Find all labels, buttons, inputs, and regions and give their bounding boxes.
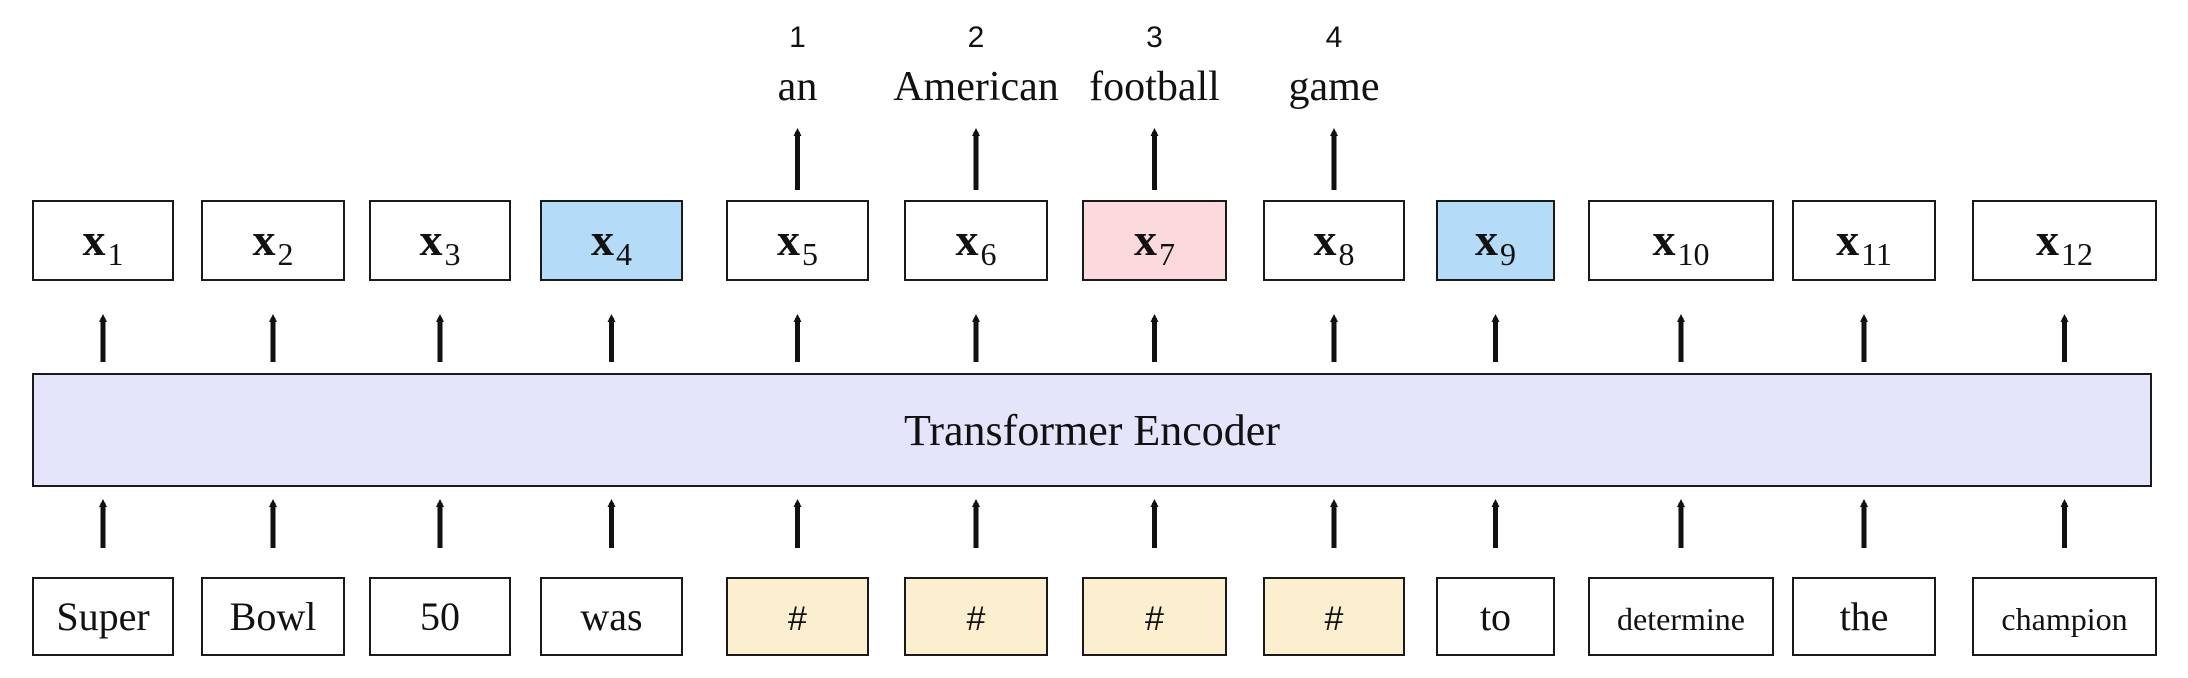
prediction-position: 3 [1146,21,1163,54]
output-vector-label: x10 [1653,214,1710,272]
output-vector-box [1972,200,2157,281]
output-vector-box [369,200,511,281]
output-vector-label: x7 [1134,214,1175,272]
predicted-word: an [778,64,818,110]
mask-token-box [904,577,1048,656]
output-vector-label: x5 [777,214,818,272]
input-token-label: was [580,594,642,639]
output-vector: x9 [1436,200,1555,281]
input-token: # [1263,577,1405,656]
output-vector: x3 [369,200,511,281]
output-vector: x12 [1972,200,2157,281]
input-token-label: to [1480,594,1511,639]
input-token-label: determine [1617,601,1745,637]
input-token-label: champion [2001,601,2127,637]
prediction-position: 1 [789,21,806,54]
output-vector-label: x2 [253,214,294,272]
output-vector: x7 [1082,200,1227,281]
input-token-box [1436,577,1555,656]
output-vector-box [1792,200,1936,281]
output-vector-box [726,200,869,281]
transformer-encoder: Transformer Encoder [32,373,2152,487]
input-token-label: 50 [420,594,460,639]
span-prediction: American 2 [893,21,1059,190]
output-vector: x8 [1263,200,1405,281]
predicted-word: American [893,64,1059,110]
input-token: champion [1972,577,2157,656]
prediction-position: 2 [968,21,985,54]
boundary-vector-box [1436,200,1555,281]
input-token-box [201,577,345,656]
mask-token-box [1082,577,1227,656]
input-token-label: the [1840,594,1889,639]
output-vector-label: x11 [1836,214,1892,272]
output-vector-label: x1 [83,214,124,272]
mask-token-label: # [967,600,986,638]
output-vector-label: x9 [1475,214,1516,272]
output-vector-label: x3 [420,214,461,272]
output-vector-box [1263,200,1405,281]
span-prediction: an 1 [778,21,818,190]
input-token: # [1082,577,1227,656]
mask-token-label: # [1145,600,1164,638]
input-token: to [1436,577,1555,656]
input-tokens: Super Bowl 50 was # # # # to determine the champion [32,499,2157,656]
output-vector: x5 [726,200,869,281]
output-vector-label: x8 [1314,214,1355,272]
predicted-word: football [1089,64,1220,110]
output-vector: x1 [32,200,174,281]
output-vector: x6 [904,200,1048,281]
span-prediction: game 4 [1289,21,1380,190]
output-vector-box [904,200,1048,281]
input-token: determine [1588,577,1774,656]
output-vector: x2 [201,200,345,281]
output-vector: x11 [1792,200,1936,281]
predicted-word: game [1289,64,1380,110]
input-token-label: Super [56,594,149,639]
input-token: Bowl [201,577,345,656]
boundary-vector-box [540,200,683,281]
output-vector-box [1588,200,1774,281]
input-token: # [726,577,869,656]
input-token-box [1972,577,2157,656]
input-token: # [904,577,1048,656]
output-vector: x10 [1588,200,1774,281]
input-token-box [1792,577,1936,656]
prediction-position: 4 [1326,21,1343,54]
input-token-box [32,577,174,656]
input-token-label: Bowl [230,594,317,639]
output-vector-label: x4 [591,214,632,272]
output-representations: x1 x2 x3 x4 x5 x6 x7 x8 x9 x10 x11 x12 [32,200,2157,362]
input-token: 50 [369,577,511,656]
input-token-box [369,577,511,656]
encoder-label: Transformer Encoder [904,406,1280,455]
output-vector-box [201,200,345,281]
output-vector-label: x12 [2036,214,2093,272]
input-token: Super [32,577,174,656]
input-token: the [1792,577,1936,656]
target-vector-box [1082,200,1227,281]
input-token: was [540,577,683,656]
input-token-box [1588,577,1774,656]
input-token-box [540,577,683,656]
output-vector-label: x6 [956,214,997,272]
output-vector: x4 [540,200,683,281]
mask-token-label: # [788,600,807,638]
span-prediction: football 3 [1089,21,1220,190]
encoder-box [32,373,2152,487]
mask-token-label: # [1325,600,1344,638]
mask-token-box [726,577,869,656]
output-vector-box [32,200,174,281]
mask-token-box [1263,577,1405,656]
